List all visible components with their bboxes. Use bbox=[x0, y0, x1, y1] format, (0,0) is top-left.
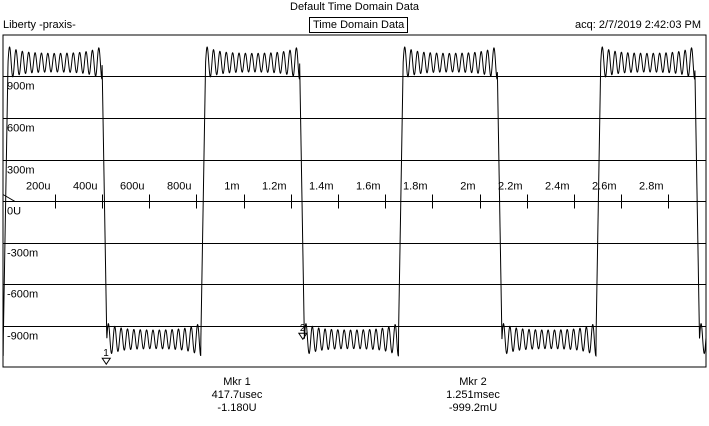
marker-2-symbol bbox=[297, 332, 308, 341]
marker-2-number: 2 bbox=[300, 323, 306, 334]
marker-1-y-value: -1.180U bbox=[217, 402, 257, 414]
x-tick-label: 1.8m bbox=[403, 181, 427, 193]
y-tick-label: 900m bbox=[7, 81, 35, 93]
y-tick-label: -900m bbox=[7, 331, 38, 343]
marker-2-y-value: -999.2mU bbox=[448, 402, 498, 414]
x-tick-label: 400u bbox=[73, 181, 97, 193]
marker-1-readout: Mkr 1 417.7usec -1.180U bbox=[187, 376, 287, 415]
y-tick-label: -300m bbox=[7, 248, 38, 260]
marker-1-x-value: 417.7usec bbox=[211, 389, 263, 401]
marker-2-readout: Mkr 2 1.251msec -999.2mU bbox=[423, 376, 523, 415]
window-title: Default Time Domain Data bbox=[290, 1, 419, 13]
marker-1-number: 1 bbox=[103, 348, 109, 359]
marker-1-symbol bbox=[101, 357, 112, 366]
x-tick-label: 2.4m bbox=[545, 181, 569, 193]
marker-1-label: Mkr 1 bbox=[223, 376, 251, 388]
acquisition-time: acq: 2/7/2019 2:42:03 PM bbox=[575, 19, 701, 31]
x-tick-label: 2.2m bbox=[498, 181, 522, 193]
y-tick-label: -600m bbox=[7, 289, 38, 301]
device-label: Liberty -praxis- bbox=[3, 19, 76, 31]
x-tick-label: 1m bbox=[224, 181, 239, 193]
marker-2-x-value: 1.251msec bbox=[446, 389, 500, 401]
waveform-trace bbox=[2, 46, 707, 357]
panel-title-tab[interactable]: Time Domain Data bbox=[309, 17, 409, 33]
x-tick-label: 200u bbox=[26, 181, 50, 193]
x-tick-label: 2m bbox=[460, 181, 475, 193]
x-tick-label: 800u bbox=[167, 181, 191, 193]
x-tick-label: 1.4m bbox=[309, 181, 333, 193]
y-tick-label: 0U bbox=[7, 206, 21, 218]
x-tick-label: 600u bbox=[120, 181, 144, 193]
marker-2-label: Mkr 2 bbox=[459, 376, 487, 388]
zero-reference-marker bbox=[2, 194, 17, 202]
y-tick-label: 300m bbox=[7, 165, 35, 177]
x-tick-label: 1.2m bbox=[262, 181, 286, 193]
x-tick-label: 2.8m bbox=[639, 181, 663, 193]
y-tick-label: 600m bbox=[7, 123, 35, 135]
x-tick-label: 2.6m bbox=[592, 181, 616, 193]
x-tick-label: 1.6m bbox=[356, 181, 380, 193]
